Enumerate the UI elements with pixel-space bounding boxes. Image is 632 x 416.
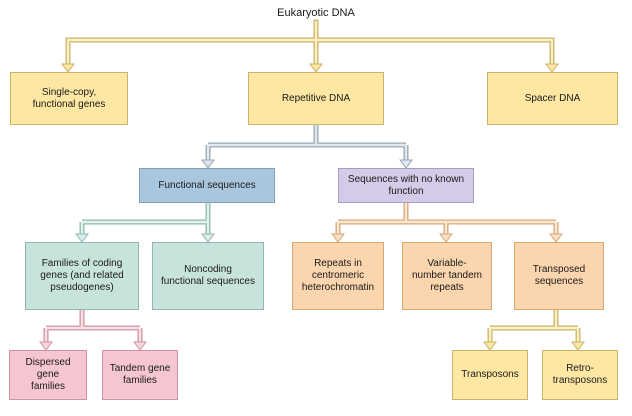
- node-transposons: Transposons: [452, 350, 528, 400]
- node-label: Single-copy, functional genes: [32, 86, 106, 110]
- node-label: Repetitive DNA: [281, 92, 351, 104]
- node-label: Transposons: [461, 369, 519, 380]
- no-function-connectors: [331, 203, 563, 243]
- node-label: Noncoding functional sequences: [161, 264, 255, 287]
- node-spacer-dna: Spacer DNA: [487, 72, 618, 125]
- node-label: Variable- number tandem repeats: [411, 258, 483, 293]
- node-retrotransposons: Retro- transposons: [542, 350, 618, 400]
- families-connectors: [39, 310, 147, 351]
- root-connectors: [61, 19, 559, 73]
- node-label: Families of coding genes (and related ps…: [40, 258, 124, 293]
- node-label: Retro- transposons: [552, 363, 608, 386]
- node-single-copy: Single-copy, functional genes: [10, 72, 128, 125]
- transposed-connectors: [483, 310, 585, 351]
- node-label: Sequences with no known function: [347, 173, 465, 197]
- node-label: Tandem gene families: [109, 363, 171, 386]
- node-label: Repeats in centromeric heterochromatin: [301, 258, 375, 293]
- root-node-eukaryotic-dna: Eukaryotic DNA: [256, 4, 376, 22]
- node-label: Functional sequences: [158, 179, 256, 191]
- functional-connectors: [75, 203, 215, 243]
- node-transposed-sequences: Transposed sequences: [514, 242, 604, 310]
- node-label: Transposed sequences: [532, 264, 586, 287]
- node-families-coding-genes: Families of coding genes (and related ps…: [25, 242, 139, 310]
- node-vntr: Variable- number tandem repeats: [402, 242, 492, 310]
- root-label: Eukaryotic DNA: [277, 7, 355, 19]
- node-tandem-gene-families: Tandem gene families: [102, 350, 178, 400]
- node-label: Dispersed gene families: [25, 357, 71, 392]
- node-dispersed-gene-families: Dispersed gene families: [9, 350, 87, 400]
- node-no-known-function: Sequences with no known function: [338, 168, 474, 203]
- node-functional-sequences: Functional sequences: [139, 168, 275, 203]
- node-label: Spacer DNA: [524, 92, 581, 104]
- node-centromeric-repeats: Repeats in centromeric heterochromatin: [292, 242, 384, 310]
- node-noncoding-functional: Noncoding functional sequences: [152, 242, 264, 310]
- repetitive-connectors: [201, 125, 413, 169]
- node-repetitive-dna: Repetitive DNA: [248, 72, 384, 125]
